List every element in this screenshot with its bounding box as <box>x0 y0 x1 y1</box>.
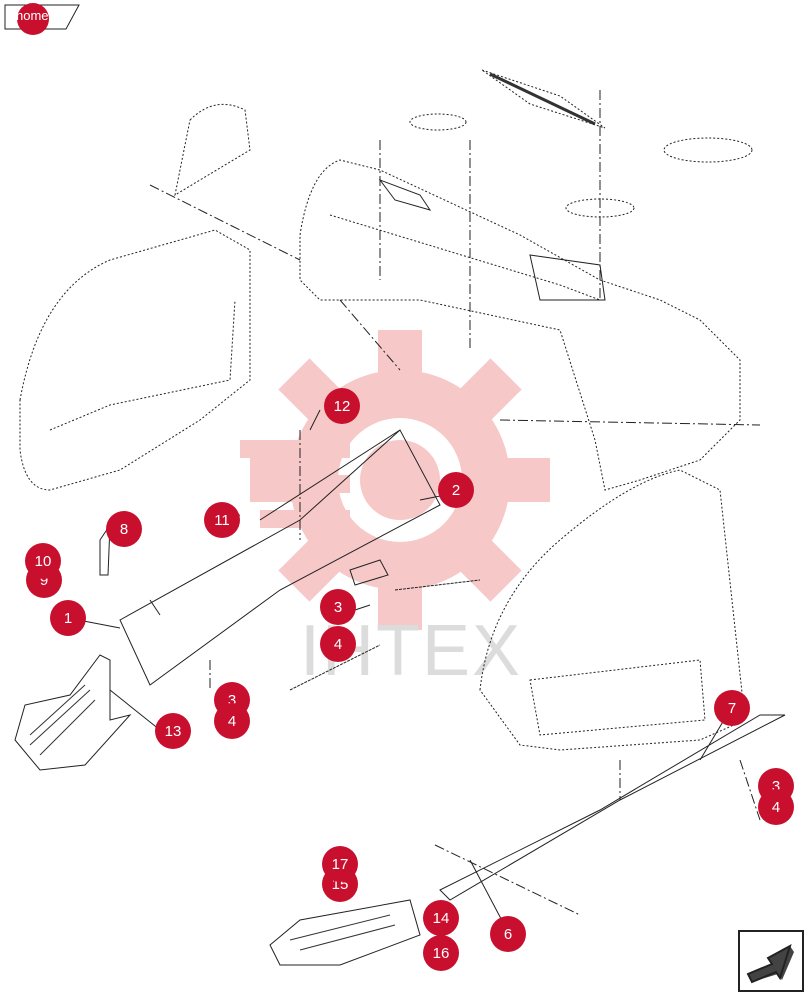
next-page-button[interactable] <box>738 930 804 992</box>
callout-11[interactable]: 11 <box>204 502 240 538</box>
part-14-tread <box>269 899 421 966</box>
left-side-panel <box>19 229 251 491</box>
callout-12[interactable]: 12 <box>324 388 360 424</box>
callout-8[interactable]: 8 <box>106 511 142 547</box>
callout-10[interactable]: 10 <box>25 543 61 579</box>
callout-13[interactable]: 13 <box>155 713 191 749</box>
callout-17[interactable]: 17 <box>322 846 358 882</box>
assembly-lines <box>149 90 761 916</box>
disc-top <box>409 113 467 131</box>
part-7-step-rail <box>439 714 786 901</box>
callout-6[interactable]: 6 <box>490 916 526 952</box>
left-window <box>174 103 251 197</box>
upper-cab-shell <box>299 159 741 491</box>
home-dot[interactable] <box>17 3 49 35</box>
leader-lines <box>67 409 731 933</box>
callout-4c[interactable]: 4 <box>758 789 794 825</box>
top-grille <box>481 69 606 129</box>
part-1-panel <box>119 429 441 686</box>
callout-4b[interactable]: 4 <box>214 703 250 739</box>
rod <box>394 579 481 591</box>
part-13-step <box>14 654 132 771</box>
callout-3a[interactable]: 3 <box>320 589 356 625</box>
arrow-down-left-icon <box>738 930 804 992</box>
callout-4a[interactable]: 4 <box>320 626 356 662</box>
callout-1[interactable]: 1 <box>50 600 86 636</box>
callout-16[interactable]: 16 <box>423 935 459 971</box>
home-label[interactable]: home <box>16 8 49 23</box>
callout-14[interactable]: 14 <box>423 900 459 936</box>
disc-right <box>663 137 753 163</box>
callout-2[interactable]: 2 <box>438 472 474 508</box>
callout-7[interactable]: 7 <box>714 690 750 726</box>
right-side-panel <box>479 469 746 751</box>
